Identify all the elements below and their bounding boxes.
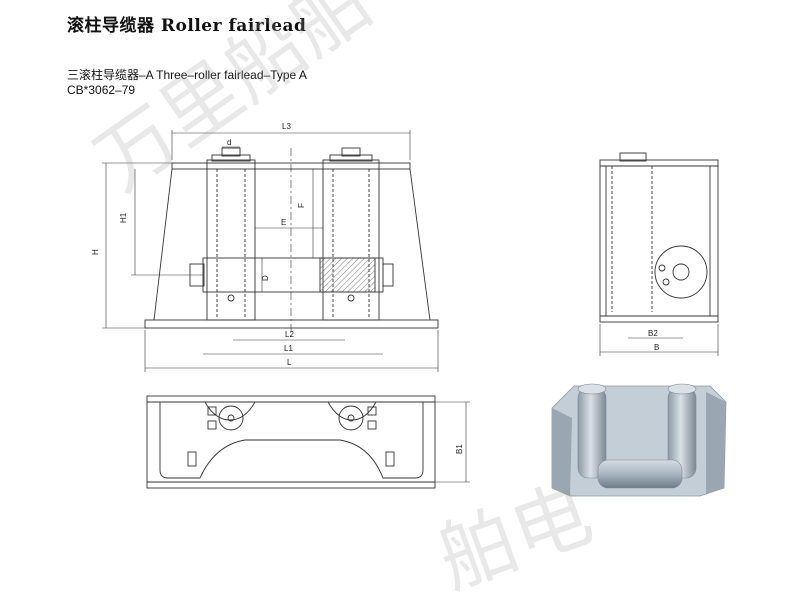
dim-label-L2: L2	[285, 330, 294, 339]
side-view	[599, 152, 719, 323]
dim-label-D: D	[261, 275, 270, 281]
technical-drawing: L3 d H H1 E F D L2 L1 L B2 B	[91, 122, 727, 497]
front-view	[144, 147, 439, 340]
top-view-dimensions	[435, 401, 470, 483]
dim-label-H: H	[91, 249, 100, 255]
dim-label-L: L	[287, 358, 292, 367]
product-photo	[551, 383, 727, 497]
base-plate	[144, 319, 439, 329]
front-view-dimensions	[102, 130, 439, 372]
right-roller	[322, 159, 380, 321]
front-view-labels: L3 d H H1 E F D L2 L1 L	[91, 122, 306, 367]
dim-label-H1: H1	[119, 212, 128, 223]
dim-label-B1: B1	[455, 444, 464, 454]
dim-label-L1: L1	[284, 344, 293, 353]
body-right-edge	[409, 168, 431, 321]
dim-label-B: B	[654, 343, 659, 352]
dim-label-E: E	[281, 218, 286, 227]
product-subtitle: 三滚柱导缆器–A Three–roller fairlead–Type A	[67, 68, 307, 82]
dim-label-d: d	[227, 138, 231, 147]
standard-code: CB*3062–79	[67, 83, 136, 97]
dim-label-B2: B2	[648, 329, 658, 338]
side-view-dimensions	[599, 324, 719, 356]
dim-label-F: F	[297, 203, 306, 208]
dim-label-L3: L3	[282, 122, 291, 131]
body-left-edge	[153, 168, 173, 321]
page-title: 滚柱导缆器 Roller fairlead	[67, 16, 307, 36]
top-view	[146, 395, 436, 489]
left-roller	[206, 159, 256, 321]
